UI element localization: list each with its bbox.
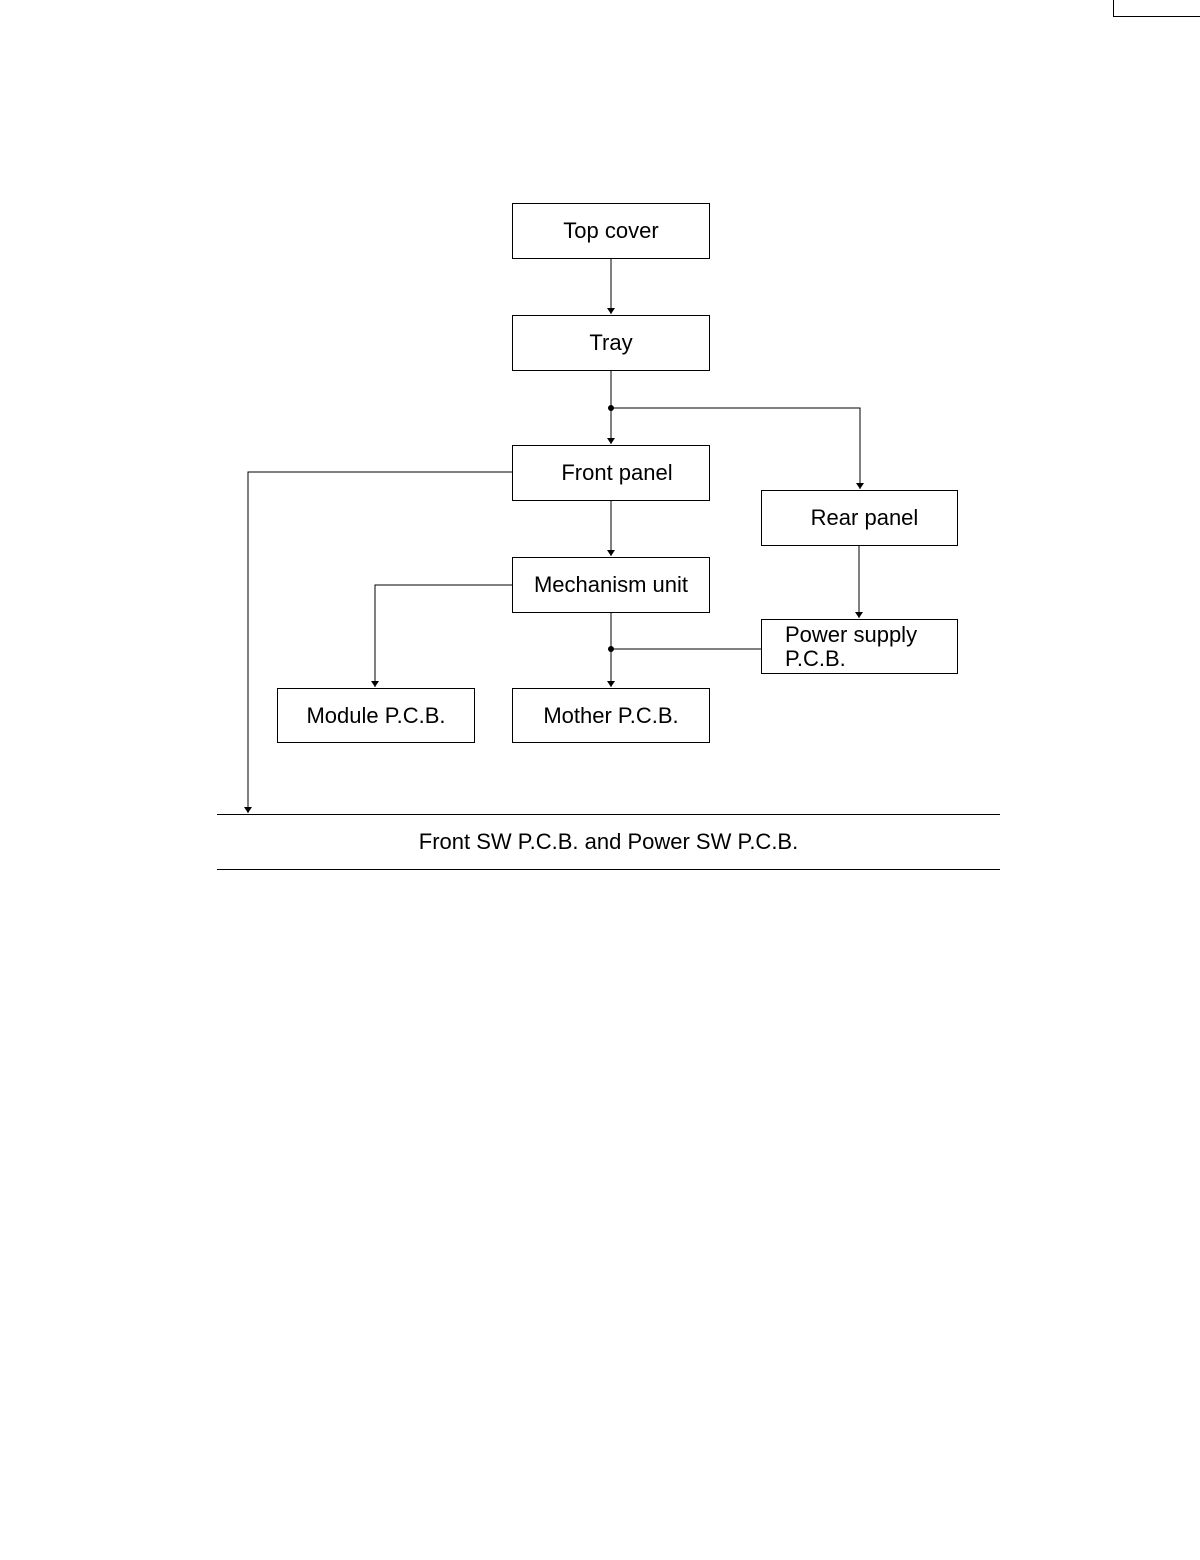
node-module-pcb: Module P.C.B. [277, 688, 475, 743]
node-front-panel: Front panel [512, 445, 710, 501]
junction-dot-tray [608, 405, 614, 411]
node-mechanism-unit-label: Mechanism unit [533, 572, 689, 597]
footer-band-label: Front SW P.C.B. and Power SW P.C.B. [418, 829, 799, 854]
node-top-cover: Top cover [512, 203, 710, 259]
edge-front-panel-front-sw [244, 471, 513, 813]
edge-tray-rear-panel [611, 407, 864, 489]
node-rear-panel: Rear panel [761, 490, 958, 546]
node-power-supply-pcb: Power supply P.C.B. [761, 619, 958, 674]
page-corner-mark [1113, 0, 1200, 17]
junction-dot-mother [608, 646, 614, 652]
node-module-pcb-label: Module P.C.B. [306, 702, 446, 728]
node-rear-panel-label: Rear panel [810, 505, 919, 530]
node-power-supply-label-line2: P.C.B. [785, 646, 846, 671]
node-mechanism-unit: Mechanism unit [512, 557, 710, 613]
node-front-panel-label: Front panel [561, 460, 673, 485]
node-tray: Tray [512, 315, 710, 371]
node-power-supply-label-line1: Power supply [785, 622, 918, 647]
node-tray-label: Tray [589, 330, 633, 355]
node-top-cover-label: Top cover [563, 218, 659, 243]
edge-mechanism-module-pcb [371, 584, 513, 687]
node-mother-pcb-label: Mother P.C.B. [543, 702, 679, 728]
footer-band-front-sw-power-sw: Front SW P.C.B. and Power SW P.C.B. [217, 814, 1000, 870]
node-mother-pcb: Mother P.C.B. [512, 688, 710, 743]
